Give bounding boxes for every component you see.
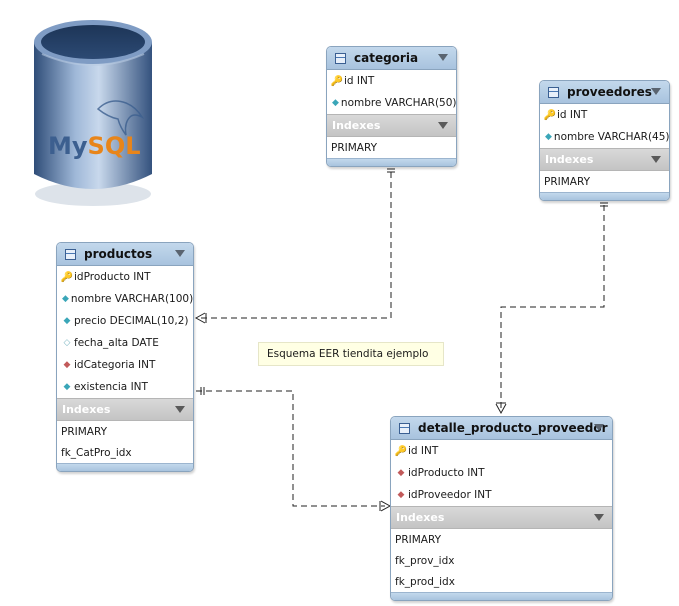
table-icon xyxy=(399,422,410,434)
diamond-icon: ◆ xyxy=(62,294,69,304)
collapse-arrow-icon[interactable] xyxy=(175,406,185,413)
table-productos[interactable]: productos 🔑 idProducto INT ◆ nombre VARC… xyxy=(56,242,194,472)
collapse-arrow-icon[interactable] xyxy=(175,250,185,257)
table-title: productos xyxy=(84,247,153,261)
column-row[interactable]: 🔑 id INT xyxy=(394,445,439,457)
table-header[interactable]: productos xyxy=(57,243,193,266)
logo-text: MySQL xyxy=(48,132,141,160)
index-row[interactable]: PRIMARY xyxy=(395,533,442,546)
table-icon xyxy=(335,52,346,64)
diamond-icon: ◆ xyxy=(63,382,71,392)
column-row[interactable]: ◆ idProveedor INT xyxy=(397,489,492,501)
index-row[interactable]: PRIMARY xyxy=(61,425,108,438)
collapse-arrow-icon[interactable] xyxy=(438,54,448,61)
key-icon: 🔑 xyxy=(60,271,74,283)
key-icon: 🔑 xyxy=(543,109,557,121)
column-row[interactable]: ◇ fecha_alta DATE xyxy=(63,337,159,349)
key-icon: 🔑 xyxy=(330,75,344,87)
empty-diamond-icon: ◇ xyxy=(63,338,71,348)
diamond-icon: ◆ xyxy=(332,98,339,108)
table-icon xyxy=(548,86,559,98)
column-row[interactable]: 🔑 idProducto INT xyxy=(60,271,151,283)
table-categoria[interactable]: categoria 🔑 id INT ◆ nombre VARCHAR(50) … xyxy=(326,46,457,167)
table-header[interactable]: categoria xyxy=(327,47,456,70)
fk-diamond-icon: ◆ xyxy=(63,360,71,370)
table-header[interactable]: detalle_producto_proveedor xyxy=(391,417,612,440)
table-detalle-producto-proveedor[interactable]: detalle_producto_proveedor 🔑 id INT ◆ id… xyxy=(390,416,613,601)
collapse-arrow-icon[interactable] xyxy=(438,122,448,129)
mysql-logo: MySQL xyxy=(34,20,152,206)
table-title: proveedores xyxy=(567,85,652,99)
column-row[interactable]: ◆ idCategoria INT xyxy=(63,359,156,371)
diagram-note[interactable]: Esquema EER tiendita ejemplo xyxy=(258,342,444,366)
fk-diamond-icon: ◆ xyxy=(397,490,405,500)
column-row[interactable]: ◆ nombre VARCHAR(100) xyxy=(62,293,194,305)
diamond-icon: ◆ xyxy=(545,132,552,142)
index-row[interactable]: PRIMARY xyxy=(331,141,378,154)
fk-diamond-icon: ◆ xyxy=(397,468,405,478)
indexes-header[interactable]: Indexes xyxy=(391,506,612,529)
column-row[interactable]: ◆ nombre VARCHAR(45) xyxy=(545,131,670,143)
index-row[interactable]: fk_prod_idx xyxy=(395,575,455,588)
indexes-header[interactable]: Indexes xyxy=(540,148,669,171)
diamond-icon: ◆ xyxy=(63,316,71,326)
collapse-arrow-icon[interactable] xyxy=(594,514,604,521)
collapse-arrow-icon[interactable] xyxy=(594,424,604,431)
relation-productos-detalle xyxy=(196,390,385,507)
relation-proveedores-detalle xyxy=(500,205,605,408)
key-icon: 🔑 xyxy=(394,445,408,457)
relation-categoria-productos xyxy=(196,172,392,319)
table-title: detalle_producto_proveedor xyxy=(418,421,608,435)
column-row[interactable]: ◆ nombre VARCHAR(50) xyxy=(332,97,457,109)
table-footer xyxy=(57,463,193,471)
table-proveedores[interactable]: proveedores 🔑 id INT ◆ nombre VARCHAR(45… xyxy=(539,80,670,201)
table-footer xyxy=(540,192,669,200)
table-header[interactable]: proveedores xyxy=(540,81,669,104)
indexes-header[interactable]: Indexes xyxy=(327,114,456,137)
column-row[interactable]: ◆ existencia INT xyxy=(63,381,148,393)
column-row[interactable]: 🔑 id INT xyxy=(330,75,375,87)
column-row[interactable]: ◆ idProducto INT xyxy=(397,467,485,479)
column-row[interactable]: ◆ precio DECIMAL(10,2) xyxy=(63,315,189,327)
column-row[interactable]: 🔑 id INT xyxy=(543,109,588,121)
table-footer xyxy=(327,158,456,166)
table-icon xyxy=(65,248,76,260)
collapse-arrow-icon[interactable] xyxy=(651,156,661,163)
collapse-arrow-icon[interactable] xyxy=(651,88,661,95)
index-row[interactable]: PRIMARY xyxy=(544,175,591,188)
index-row[interactable]: fk_prov_idx xyxy=(395,554,455,567)
table-footer xyxy=(391,592,612,600)
table-title: categoria xyxy=(354,51,419,65)
dolphin-icon xyxy=(96,100,144,136)
indexes-header[interactable]: Indexes xyxy=(57,398,193,421)
index-row[interactable]: fk_CatPro_idx xyxy=(61,446,132,459)
